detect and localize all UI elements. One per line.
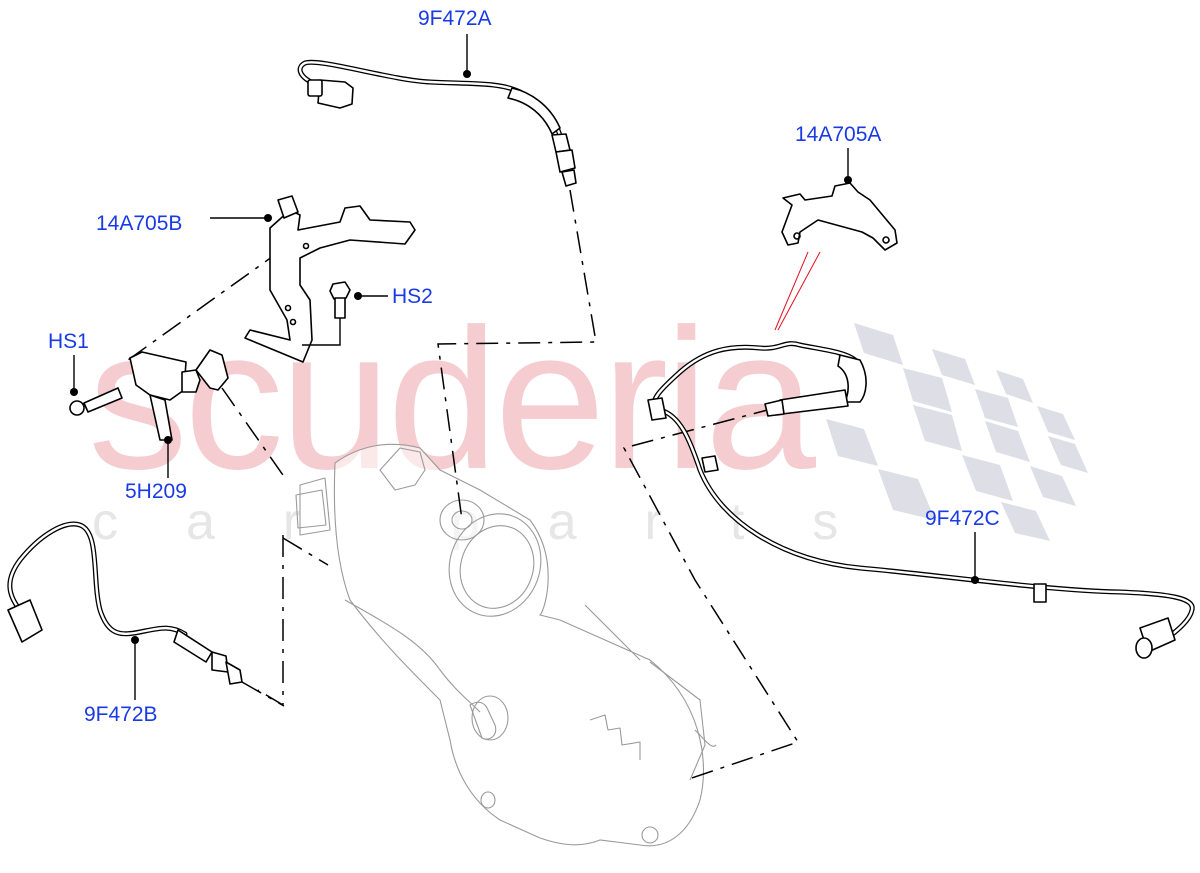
red-leader-1 bbox=[774, 251, 809, 331]
callout-5H209[interactable]: 5H209 bbox=[125, 480, 187, 503]
catalytic-converter bbox=[295, 443, 717, 847]
bolt-HS1 bbox=[69, 387, 123, 416]
callout-14A705A[interactable]: 14A705A bbox=[795, 123, 882, 146]
bracket-14A705A bbox=[781, 182, 898, 251]
callout-HS2[interactable]: HS2 bbox=[392, 285, 433, 308]
bolt-HS2 bbox=[302, 281, 351, 346]
pressure-sensor-5H209 bbox=[129, 349, 229, 441]
bracket-14A705B bbox=[244, 195, 416, 363]
callout-14A705B[interactable]: 14A705B bbox=[96, 212, 183, 235]
callout-HS1[interactable]: HS1 bbox=[48, 330, 89, 353]
oxygen-sensor-9F472A bbox=[297, 59, 577, 187]
red-leader-2 bbox=[777, 251, 821, 331]
oxygen-sensor-9F472C bbox=[647, 341, 1195, 659]
callout-leaders bbox=[70, 34, 979, 700]
callout-9F472A[interactable]: 9F472A bbox=[418, 7, 492, 30]
callout-9F472B[interactable]: 9F472B bbox=[84, 703, 158, 726]
assembly-lines bbox=[127, 189, 800, 781]
watermark-scuderia: scuderia bbox=[88, 288, 816, 511]
oxygen-sensor-9F472B bbox=[7, 521, 285, 707]
callout-9F472C[interactable]: 9F472C bbox=[925, 507, 1000, 530]
